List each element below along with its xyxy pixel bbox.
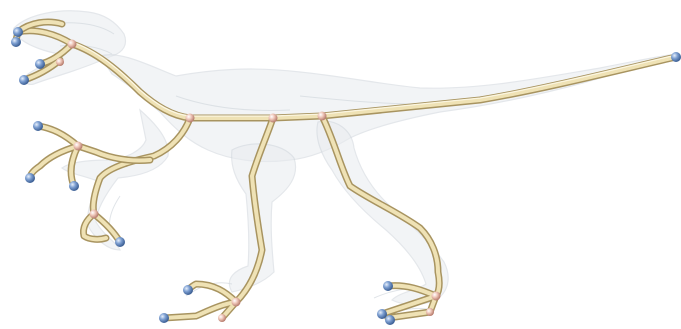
effector-jaw-1[interactable] [35,59,45,69]
effector-jaw-2[interactable] [19,75,29,85]
effector-snout-top[interactable] [13,27,23,37]
joint-toe-2[interactable] [426,308,434,316]
joint-wrist[interactable] [74,142,83,151]
joint-jaw-lower[interactable] [56,58,64,66]
effector-finger-1[interactable] [33,121,43,131]
joint-elbow[interactable] [90,210,99,219]
joint-toe-1[interactable] [218,314,226,322]
joint-hip-2[interactable] [318,112,327,121]
effector-foot-2-front-b[interactable] [385,315,395,325]
effector-foot-2-front-a[interactable] [377,309,387,319]
effector-foot-1-front[interactable] [159,313,169,323]
effector-snout-mid[interactable] [11,37,21,47]
joint-hip-1[interactable] [269,114,278,123]
effector-finger-2[interactable] [25,173,35,183]
joint-shoulder[interactable] [186,114,195,123]
front-arm-mesh [62,110,168,250]
effector-tail-tip[interactable] [671,52,681,62]
effector-claw[interactable] [115,237,125,247]
joint-ankle-1[interactable] [232,298,241,307]
effector-finger-3[interactable] [69,181,79,191]
effector-foot-1-back[interactable] [183,285,193,295]
skeleton [16,22,676,318]
effector-foot-2-back[interactable] [383,281,393,291]
body-mesh [13,11,676,316]
hind-leg-mesh-1 [229,144,295,292]
joint-jaw-root[interactable] [68,40,77,49]
joint-ankle-2[interactable] [432,292,441,301]
